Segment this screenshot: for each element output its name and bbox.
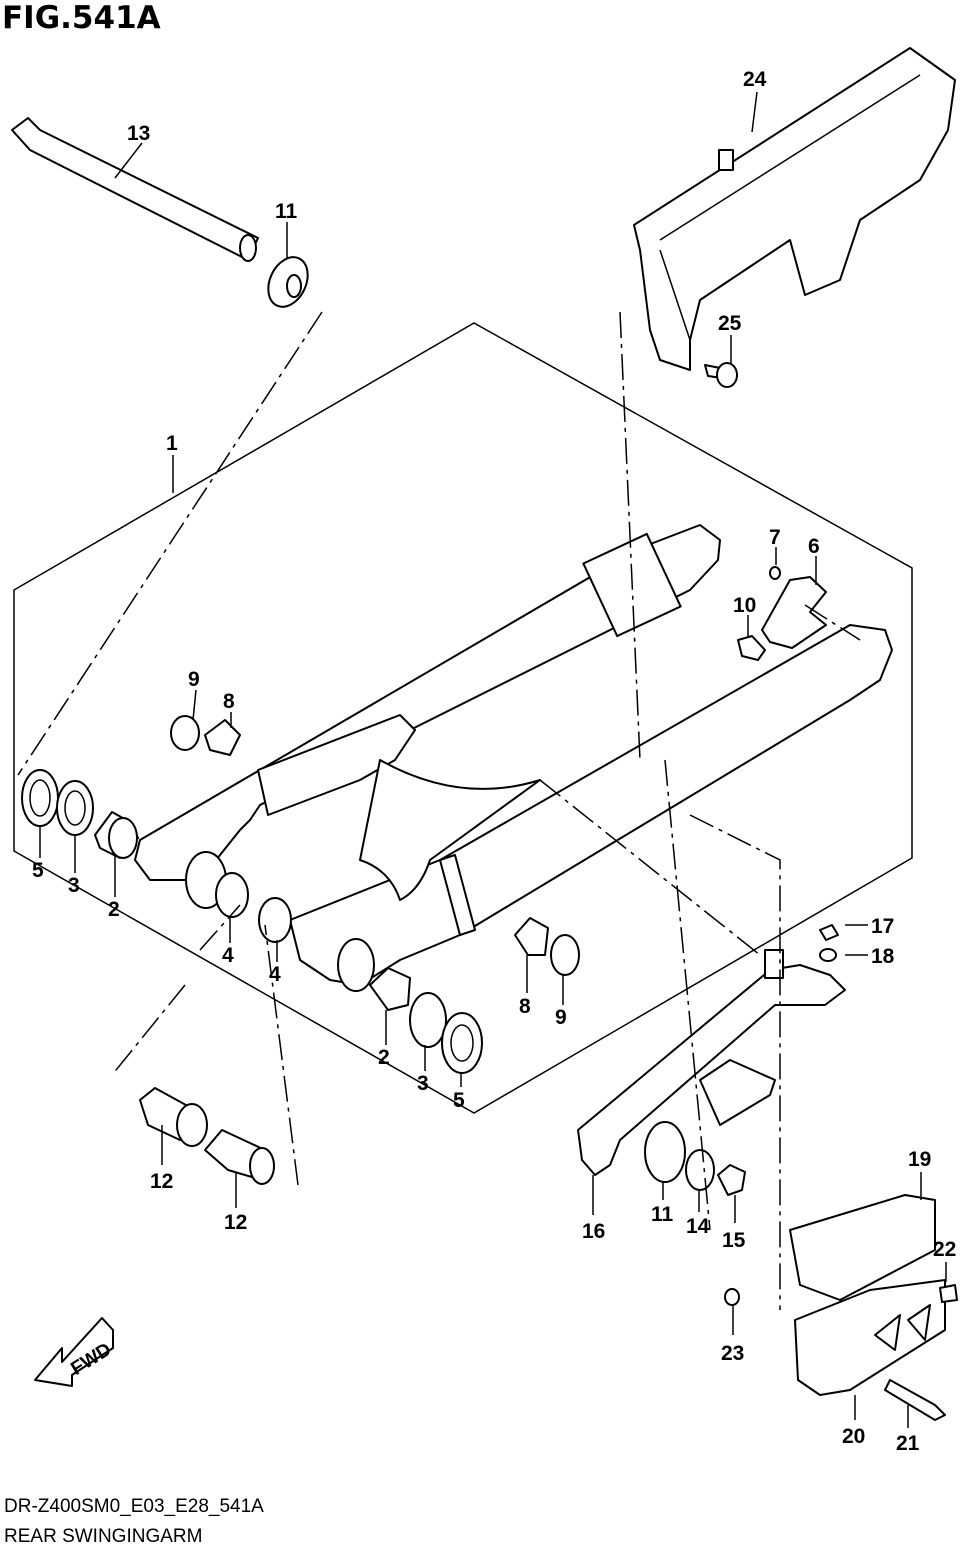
diagram-code: DR-Z400SM0_E03_E28_541A (4, 1496, 264, 1517)
callout-14: 14 (686, 1215, 710, 1238)
chain-cover (633, 47, 956, 371)
callout-20: 20 (842, 1425, 865, 1448)
callout-2-right: 2 (378, 1046, 390, 1069)
callout-24: 24 (743, 68, 767, 91)
chain-guide-16 (577, 924, 846, 1196)
callout-12-b: 12 (224, 1211, 247, 1234)
callout-19: 19 (908, 1148, 931, 1171)
callout-9-left: 9 (188, 668, 200, 691)
callout-8-left: 8 (223, 690, 235, 713)
callout-16: 16 (582, 1220, 605, 1243)
callout-4-b: 4 (269, 963, 281, 986)
callout-11-top: 11 (275, 200, 298, 223)
callout-23: 23 (721, 1342, 744, 1365)
callout-4-a: 4 (222, 944, 234, 967)
callout-numbers: 13 11 1 24 25 7 6 10 9 8 5 3 2 4 4 8 9 1… (32, 68, 956, 1455)
washer-top (267, 256, 309, 308)
callout-22: 22 (933, 1238, 956, 1261)
leader-lines (39, 91, 947, 1428)
callout-10: 10 (733, 594, 756, 617)
callout-2-left: 2 (108, 898, 120, 921)
callout-5-left: 5 (32, 859, 44, 882)
callout-5-right: 5 (453, 1089, 465, 1112)
callout-13: 13 (127, 122, 150, 145)
callout-12-a: 12 (150, 1170, 173, 1193)
swingarm-assembly-frame (13, 322, 913, 1114)
callout-17: 17 (871, 915, 894, 938)
callout-7: 7 (769, 526, 781, 549)
figure-title: FIG.541A (2, 0, 161, 36)
pivot-shaft (11, 117, 259, 262)
callout-1: 1 (166, 432, 178, 455)
alignment-lines (17, 311, 861, 1310)
callout-9-right: 9 (555, 1006, 567, 1029)
callout-8-right: 8 (519, 995, 531, 1018)
callout-3-right: 3 (417, 1072, 429, 1095)
forward-arrow: FWD (34, 1317, 115, 1387)
callout-18: 18 (871, 945, 895, 968)
callout-15: 15 (722, 1229, 746, 1252)
callout-11-bottom: 11 (651, 1203, 674, 1226)
diagram-name: REAR SWINGINGARM (4, 1526, 203, 1547)
seals-and-bearings-right (369, 917, 580, 1074)
collars-12 (139, 1087, 275, 1185)
chain-guide-19-20 (724, 1194, 958, 1421)
callout-25: 25 (718, 312, 742, 335)
seals-and-bearings-left (21, 715, 292, 943)
screw-25 (704, 362, 738, 388)
callout-6: 6 (808, 535, 820, 558)
swingarm-body (134, 524, 893, 992)
callout-21: 21 (896, 1432, 920, 1455)
bracket-6 (737, 566, 827, 661)
callout-3-left: 3 (68, 874, 80, 897)
